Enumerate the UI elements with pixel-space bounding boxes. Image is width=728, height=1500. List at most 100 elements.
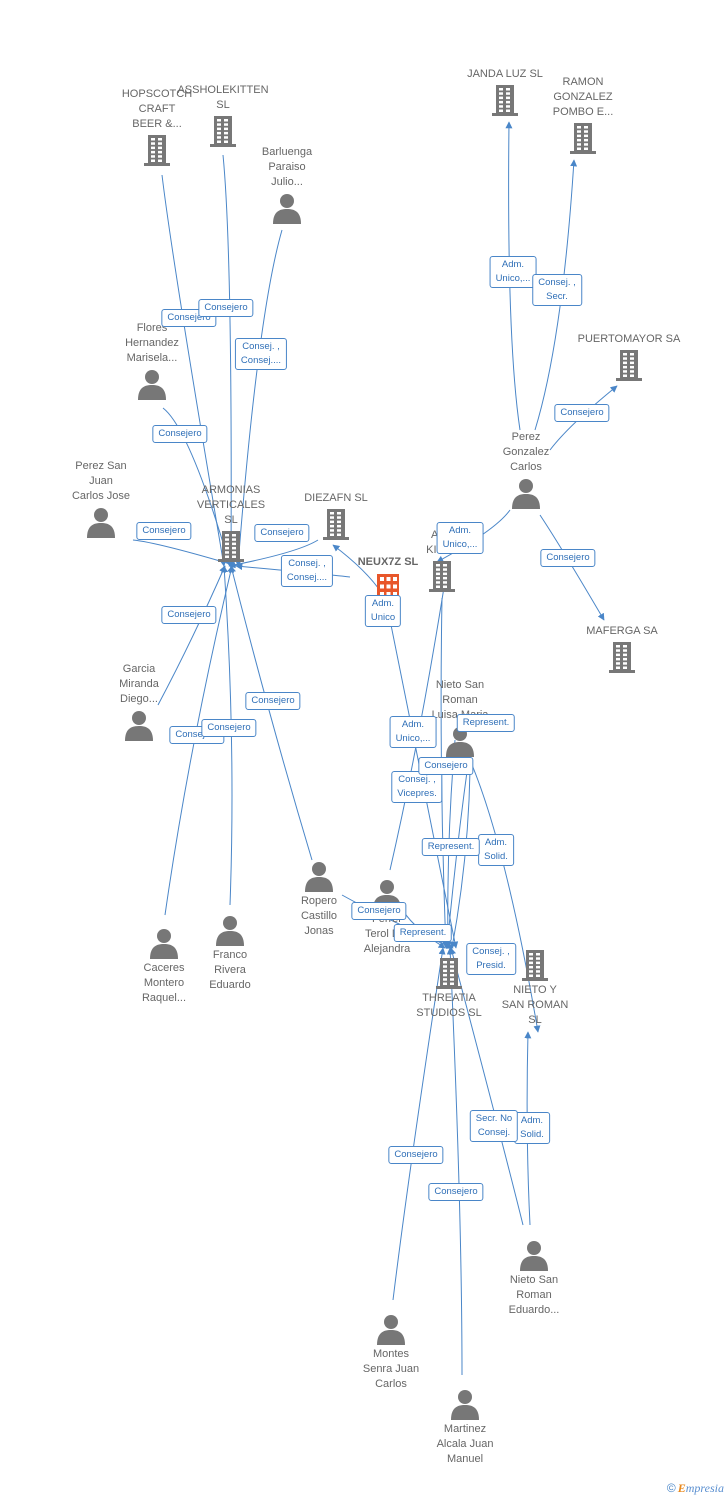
person-icon [134,366,170,402]
copyright-symbol: © [666,1481,676,1495]
person-icon [121,707,157,743]
node-label: THREATIA STUDIOS SL [416,992,482,1019]
relation-badge[interactable]: Consejero [540,549,596,567]
relation-badge[interactable]: Consej. , Presid. [466,943,516,975]
node-label: Ropero Castillo Jonas [300,895,338,937]
person-icon [373,1311,409,1347]
relation-badge[interactable]: Consejero [254,524,310,542]
relation-badge[interactable]: Secr. No Consej. [469,1110,519,1142]
node-diezafn[interactable]: DIEZAFN SL [276,491,396,542]
node-nieto-ed[interactable]: Nieto San Roman Eduardo... [474,1237,594,1318]
edge-perez-gc-to-janda [505,121,521,431]
relation-badge[interactable]: Consej. , Consej.... [280,555,334,587]
relation-badge[interactable]: Consejero [388,1146,444,1164]
node-janda[interactable]: JANDA LUZ SL [445,67,565,118]
node-label: Flores Hernandez Marisela... [125,322,179,364]
relation-badge[interactable]: Consej. , Consej.... [234,338,288,370]
relation-badge[interactable]: Represent. [421,838,481,856]
edge-perez-gc-to-maferga [539,514,605,621]
person-icon [516,1237,552,1273]
person-icon [508,475,544,511]
empresia-logo[interactable]: ©Empresia [667,1481,724,1496]
relation-badge[interactable]: Consej. , Vicepres. [391,771,443,803]
node-label: Barluenga Paraiso Julio... [261,146,313,188]
node-label: Martinez Alcala Juan Manuel [436,1423,494,1465]
relation-badge[interactable]: Consejero [201,719,257,737]
node-nieto-sr[interactable]: NIETO Y SAN ROMAN SL [475,947,595,1028]
node-montes[interactable]: Montes Senra Juan Carlos [331,1311,451,1392]
edge-garcia-to-armonias [157,565,226,706]
node-label: Garcia Miranda Diego... [119,663,159,705]
person-icon [301,858,337,894]
node-maferga[interactable]: MAFERGA SA [562,624,682,675]
relation-badge[interactable]: Consejero [161,606,217,624]
node-ropero[interactable]: Ropero Castillo Jonas [259,858,379,939]
relation-badge[interactable]: Adm. Unico,... [436,522,484,554]
node-puertomayor[interactable]: PUERTOMAYOR SA [569,332,689,383]
node-label: NIETO Y SAN ROMAN SL [501,984,569,1026]
building-icon [318,506,354,542]
node-label: Franco Rivera Eduardo [209,949,251,991]
node-label: Perez San Juan Carlos Jose [71,460,131,502]
relation-badge[interactable]: Consejero [136,522,192,540]
edge-franco-to-armonias [220,565,233,906]
relation-badge[interactable]: Represent. [393,924,453,942]
person-icon [212,912,248,948]
node-perez-sj[interactable]: Perez San Juan Carlos Jose [41,459,161,540]
edge-flores-to-armonias [162,407,232,567]
person-icon [447,1386,483,1422]
node-assholekitten[interactable]: ASSHOLEKITTEN SL [163,83,283,149]
brand-initial: E [677,1481,686,1495]
node-label: HOPSCOTCH CRAFT BEER &... [121,88,193,130]
building-icon [205,113,241,149]
node-armonias[interactable]: ARMONIAS VERTICALES SL [171,483,291,564]
relation-badge[interactable]: Adm. Solid. [478,834,514,866]
node-label: PUERTOMAYOR SA [577,333,681,345]
person-icon [83,504,119,540]
edge-nieto-luisa-to-threatia [449,769,471,949]
relation-badge[interactable]: Consejero [245,692,301,710]
node-label: ARMONIAS VERTICALES SL [196,484,266,526]
node-label: Montes Senra Juan Carlos [362,1348,420,1390]
node-caceres[interactable]: Caceres Montero Raquel... [104,925,224,1006]
edge-nieto-luisa-to-nieto-sr [469,759,541,1033]
person-icon [146,925,182,961]
relation-badge[interactable]: Consejero [418,757,474,775]
node-label: JANDA LUZ SL [467,68,543,80]
relation-badge[interactable]: Represent. [456,714,516,732]
node-label: DIEZAFN SL [304,492,368,504]
node-ramon[interactable]: RAMON GONZALEZ POMBO E... [523,75,643,156]
edge-nieto-ed-to-threatia [449,947,524,1226]
relation-badge[interactable]: Adm. Solid. [514,1112,550,1144]
node-flores[interactable]: Flores Hernandez Marisela... [92,321,212,402]
node-label: RAMON GONZALEZ POMBO E... [552,76,614,118]
relation-badge[interactable]: Adm. Unico [364,595,402,627]
node-franco[interactable]: Franco Rivera Eduardo [170,912,290,993]
relation-badge[interactable]: Consejero [198,299,254,317]
relation-badge[interactable]: Consejero [351,902,407,920]
node-label: MAFERGA SA [586,625,658,637]
relation-badge[interactable]: Consejero [152,425,208,443]
node-martinez[interactable]: Martinez Alcala Juan Manuel [405,1386,525,1467]
relation-badge[interactable]: Adm. Unico,... [489,256,537,288]
node-perez-gc[interactable]: Perez Gonzalez Carlos [466,430,586,511]
node-label: Perez Gonzalez Carlos [502,431,550,473]
person-icon [269,190,305,226]
building-icon [431,955,467,991]
brand-name: mpresia [685,1481,724,1495]
node-garcia[interactable]: Garcia Miranda Diego... [79,662,199,743]
relation-badge[interactable]: Consejero [428,1183,484,1201]
edge-perez-gc-to-ramon [534,159,578,431]
relation-badge[interactable]: Consej. , Secr. [532,274,582,306]
building-icon [565,120,601,156]
node-barluenga[interactable]: Barluenga Paraiso Julio... [227,145,347,226]
edge-perez-gc-to-asskit2 [436,509,511,563]
relation-badge[interactable]: Adm. Unico,... [389,716,437,748]
node-threatia[interactable]: THREATIA STUDIOS SL [389,955,509,1021]
node-hopscotch[interactable]: HOPSCOTCH CRAFT BEER &... [97,87,217,168]
building-icon [611,347,647,383]
node-label: Caceres Montero Raquel... [141,962,187,1004]
building-icon [424,558,460,594]
relation-badge[interactable]: Consejero [554,404,610,422]
